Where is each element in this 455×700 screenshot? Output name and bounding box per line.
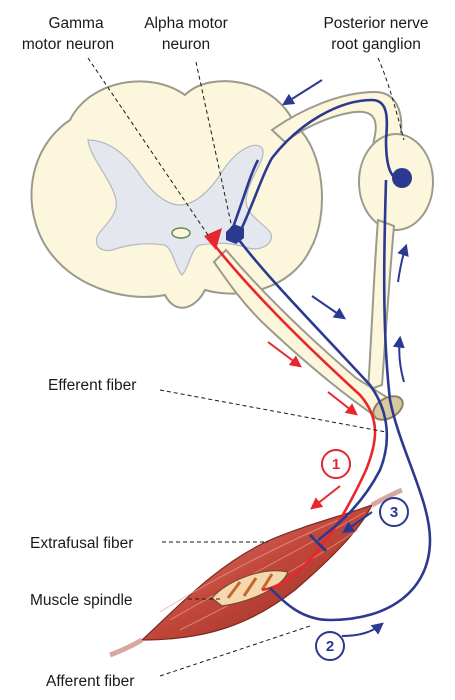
step-2-marker: 2 — [315, 631, 345, 661]
muscle — [109, 487, 403, 658]
arrow-blue-root-up — [392, 335, 405, 383]
gray-matter — [87, 139, 272, 276]
alpha-motor-fiber — [234, 235, 389, 542]
dorsal-root-lower — [366, 218, 396, 392]
extrafusal-label: Extrafusal fiber — [30, 535, 133, 552]
ganglion-label-line1: Posterior nerve — [323, 15, 428, 32]
ganglion-label-line2: root ganglion — [331, 36, 421, 53]
efferent-label: Efferent fiber — [48, 377, 136, 394]
gamma-label-line2: motor neuron — [22, 36, 114, 53]
arrow-blue-3 — [342, 511, 373, 534]
arrow-blue-top — [281, 79, 323, 106]
step-1-label: 1 — [332, 456, 340, 473]
step-2-label: 2 — [326, 638, 334, 655]
leader-gamma — [87, 57, 211, 239]
spinal-cord-section — [30, 80, 323, 309]
gamma-motor-neuron-soma — [204, 228, 222, 250]
afferent-fiber-blue — [238, 98, 432, 622]
step-3-label: 3 — [390, 504, 398, 521]
gamma-label-line1: Gamma — [48, 15, 104, 32]
step-3-marker: 3 — [379, 497, 409, 527]
arrow-red-2 — [327, 391, 358, 416]
leader-alpha — [195, 61, 233, 229]
leader-afferent — [159, 625, 311, 677]
leader-ganglion — [377, 57, 405, 141]
central-canal — [171, 227, 191, 239]
ventral-root — [212, 248, 390, 420]
arrow-blue-ganglion-up — [397, 243, 409, 283]
alpha-motor-neuron-soma — [226, 224, 244, 244]
arrow-red-1 — [267, 341, 302, 368]
afferent-inner — [230, 159, 260, 231]
alpha-label-line1: Alpha motor — [144, 15, 228, 32]
alpha-label-line2: neuron — [162, 36, 210, 53]
leader-efferent — [159, 389, 387, 433]
step-1-marker: 1 — [321, 449, 351, 479]
arrow-red-3 — [310, 485, 341, 510]
efferent-fiber-red — [210, 241, 377, 592]
spindle-label: Muscle spindle — [30, 592, 133, 609]
arrow-blue-mid — [311, 295, 346, 320]
muscle-spindle — [211, 570, 289, 607]
afferent-label: Afferent fiber — [46, 673, 134, 690]
arrow-blue-2 — [341, 622, 384, 637]
ganglion-cell-body — [392, 168, 412, 188]
motor-end-plate — [308, 533, 328, 553]
